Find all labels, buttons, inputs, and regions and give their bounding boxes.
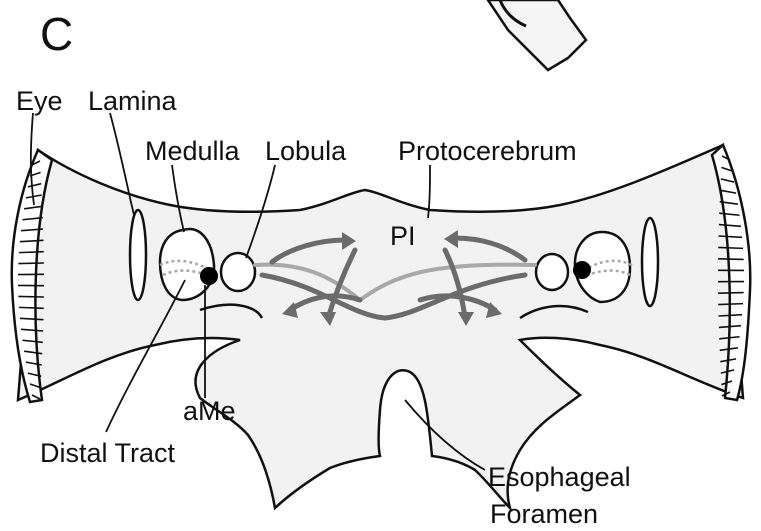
ommatidium-line [718, 247, 743, 248]
label-distal-tract: Distal Tract [40, 438, 176, 468]
ommatidium-line [18, 263, 44, 264]
adjacent-panel-fragment [488, 0, 586, 70]
right-lamina [642, 218, 658, 306]
left-medulla [160, 229, 214, 300]
label-foramen: Foramen [490, 499, 598, 529]
label-pi: PI [390, 221, 416, 251]
label-ame: aMe [183, 396, 236, 426]
ommatidium-line [18, 296, 44, 297]
ommatidium-line [718, 293, 744, 294]
panel-letter: C [40, 8, 73, 60]
right-ame-dot [573, 261, 591, 279]
ommatidium-line [718, 259, 744, 260]
left-lobula [221, 253, 255, 291]
label-lobula: Lobula [265, 136, 347, 166]
left-ame-dot [200, 267, 218, 285]
left-lamina [130, 210, 146, 300]
label-lamina: Lamina [88, 86, 178, 116]
label-eye: Eye [16, 86, 63, 116]
ommatidium-line [19, 252, 44, 253]
ommatidium-line [718, 304, 743, 305]
ommatidium-line [19, 307, 44, 308]
label-esophageal: Esophageal [488, 462, 631, 492]
label-medulla: Medulla [145, 136, 241, 166]
label-protocerebrum: Protocerebrum [398, 136, 577, 166]
right-lobula [536, 254, 568, 290]
